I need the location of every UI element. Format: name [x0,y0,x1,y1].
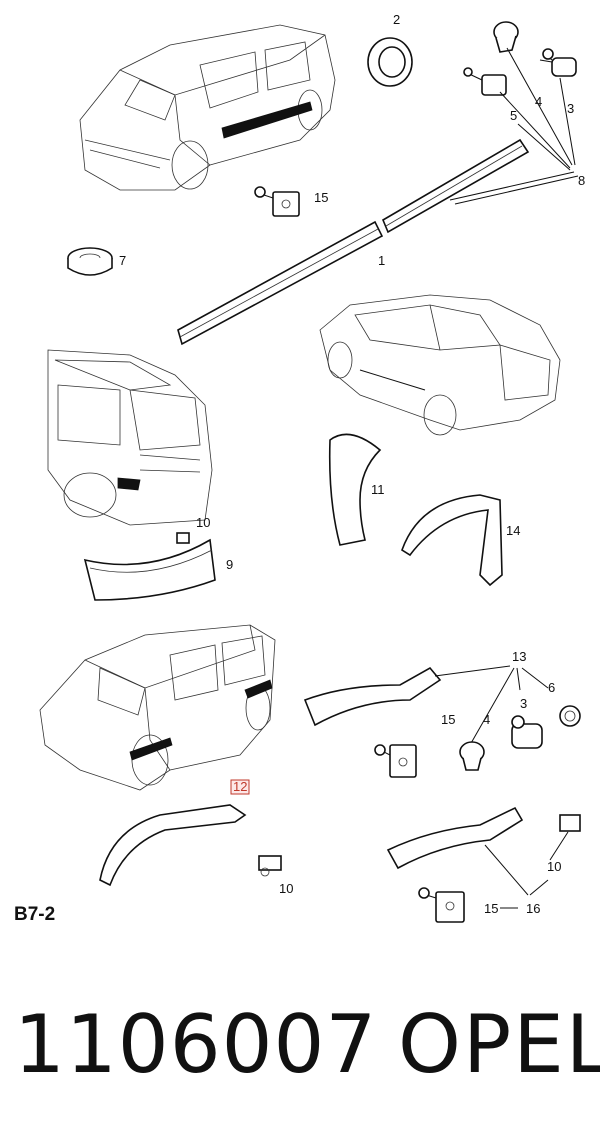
callout-8: 8 [578,173,585,188]
van-rear-illustration [47,349,213,526]
callout-9: 9 [226,557,233,572]
callout-10-right: 10 [547,859,561,874]
leader-lines-8 [449,47,579,205]
callout-10-left: 10 [196,515,210,530]
callout-2: 2 [393,12,400,27]
callout-15-lower: 15 [441,712,455,727]
callout-16: 16 [526,901,540,916]
arch-trim-part-13 [303,666,442,727]
clip-part-6 [559,705,581,727]
callout-15-mid: 15 [314,190,328,205]
side-moulding-front [177,220,384,346]
clip-part-5-top [463,67,507,96]
wheel-arch-part-11 [328,433,382,546]
clip-part-10-left [176,532,190,544]
clip-part-15-bottom [418,887,465,923]
callout-14: 14 [506,523,520,538]
arch-trim-part-16 [386,806,524,870]
callout-11: 11 [371,482,385,497]
leader-lines-13 [434,665,549,746]
callout-10-lower: 10 [279,881,293,896]
wheel-arch-part-14 [401,494,503,587]
bumper-trim-part [83,538,216,601]
part-number: 1106007 [14,998,378,1091]
clip-part-15-mid [254,186,300,217]
clip-part-4-top [493,21,519,53]
parts-diagram: 2 4 3 5 8 1 15 7 [39,12,585,923]
clip-part-15-lower [374,744,417,778]
hatchback-car-illustration [319,294,561,436]
callout-1: 1 [378,253,385,268]
callout-3-lower: 3 [520,696,527,711]
callout-6: 6 [548,680,555,695]
van-lower-illustration [39,624,276,791]
callout-4-top: 4 [535,94,542,109]
arch-trim-part-12 [99,804,247,887]
brand-name: OPEL [398,998,600,1091]
side-moulding-rear [381,138,530,234]
grommet-part [367,37,413,87]
leader-lines-16 [484,831,569,896]
van-front-illustration [79,24,336,191]
footer: 1106007 OPEL [0,985,600,1105]
clip-part-10-lower [258,855,282,877]
callout-3-top: 3 [567,101,574,116]
callout-13: 13 [512,649,526,664]
tape-roll-part [67,247,113,276]
callout-12: 12 [233,779,247,794]
callout-4-lower: 4 [483,712,490,727]
clip-part-4-lower [459,741,485,771]
callout-15-bottom: 15 [484,901,498,916]
clip-part-3-lower [511,715,543,749]
clip-part-10-right [559,814,581,832]
callout-5: 5 [510,108,517,123]
callout-12-highlight [230,779,250,795]
callout-7: 7 [119,253,126,268]
clip-part-3-top [539,48,577,77]
page-code-label: B7-2 [14,904,56,925]
